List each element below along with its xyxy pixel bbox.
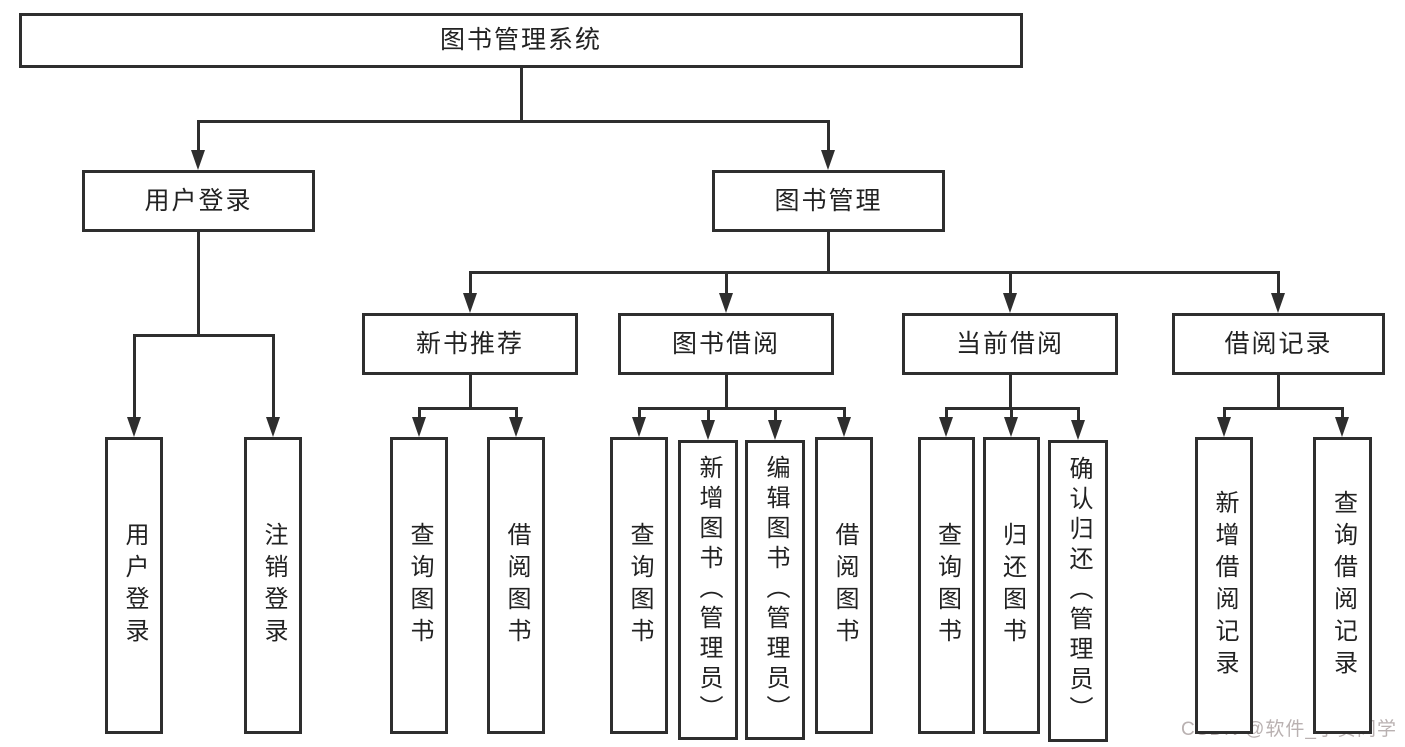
connector-arm-line: [1008, 272, 1012, 299]
connector-arm-line: [637, 408, 641, 423]
connector-bar-line: [468, 270, 1280, 274]
node-current-borrowing: 当前借阅: [902, 313, 1118, 375]
connector-arm-line: [706, 408, 710, 426]
arrowhead-down-icon: [837, 417, 851, 437]
connector-arm-line: [724, 272, 728, 299]
connector-arm-line: [514, 408, 518, 423]
node-label: 查询借阅记录: [1329, 489, 1357, 682]
node-label: 归还图书: [998, 521, 1026, 650]
node-label: 用户登录: [144, 186, 253, 215]
connector-arm-line: [773, 408, 777, 426]
connector-stem-line: [1008, 375, 1012, 410]
node-return-books: 归还图书: [983, 437, 1040, 734]
arrowhead-down-icon: [719, 293, 733, 313]
node-label: 借阅图书: [831, 521, 858, 650]
node-label: 图书借阅: [671, 329, 780, 358]
node-label: 借阅图书: [503, 521, 530, 650]
connector-bar-line: [417, 406, 518, 410]
arrowhead-down-icon: [266, 417, 280, 437]
arrowhead-down-icon: [191, 150, 205, 170]
node-label: 新增图书（管理员）: [695, 455, 722, 725]
arrowhead-down-icon: [412, 417, 426, 437]
node-edit-book-admin: 编辑图书（管理员）: [745, 440, 805, 740]
arrowhead-down-icon: [1071, 420, 1085, 440]
node-label: 新增借阅记录: [1211, 489, 1238, 682]
node-borrow-books-borrowing: 借阅图书: [815, 437, 873, 734]
arrowhead-down-icon: [632, 417, 646, 437]
connector-bar-line: [196, 119, 830, 123]
node-label: 查询图书: [933, 521, 961, 650]
node-query-borrow-record: 查询借阅记录: [1313, 437, 1372, 734]
connector-stem-line: [468, 375, 472, 410]
node-label: 借阅记录: [1224, 329, 1333, 358]
connector-arm-line: [132, 335, 136, 423]
node-label: 查询图书: [626, 521, 653, 650]
node-add-borrow-record: 新增借阅记录: [1195, 437, 1253, 734]
node-label: 图书管理: [774, 186, 883, 215]
connector-arm-line: [1009, 408, 1013, 423]
connector-bar-line: [1222, 406, 1344, 410]
connector-arm-line: [1222, 408, 1226, 423]
arrowhead-down-icon: [768, 420, 782, 440]
node-book-borrowing: 图书借阅: [618, 313, 834, 375]
node-label: 编辑图书（管理员）: [762, 455, 789, 725]
node-user-login-leaf: 用户登录: [105, 437, 163, 734]
node-user-login: 用户登录: [82, 170, 315, 232]
node-borrowing-records: 借阅记录: [1172, 313, 1385, 375]
arrowhead-down-icon: [1004, 417, 1018, 437]
node-add-book-admin: 新增图书（管理员）: [678, 440, 738, 740]
arrowhead-down-icon: [701, 420, 715, 440]
node-logout: 注销登录: [244, 437, 302, 734]
arrowhead-down-icon: [821, 150, 835, 170]
connector-arm-line: [468, 272, 472, 299]
node-new-book-recommendation: 新书推荐: [362, 313, 578, 375]
arrowhead-down-icon: [1271, 293, 1285, 313]
connector-arm-line: [944, 408, 948, 423]
arrowhead-down-icon: [509, 417, 523, 437]
connector-arm-line: [417, 408, 421, 423]
node-label: 查询图书: [406, 521, 433, 650]
node-label: 用户登录: [121, 521, 148, 650]
connector-arm-line: [842, 408, 846, 423]
arrowhead-down-icon: [1217, 417, 1231, 437]
arrowhead-down-icon: [939, 417, 953, 437]
connector-stem-line: [724, 375, 728, 410]
connector-stem-line: [196, 232, 200, 337]
arrowhead-down-icon: [127, 417, 141, 437]
node-borrow-books-recommend: 借阅图书: [487, 437, 545, 734]
arrowhead-down-icon: [463, 293, 477, 313]
node-query-books-current: 查询图书: [918, 437, 975, 734]
connector-arm-line: [271, 335, 275, 423]
node-book-management: 图书管理: [712, 170, 945, 232]
node-query-books-recommend: 查询图书: [390, 437, 448, 734]
connector-bar-line: [637, 406, 846, 410]
node-label: 注销登录: [260, 521, 287, 650]
connector-arm-line: [1340, 408, 1344, 423]
connector-stem-line: [826, 232, 830, 274]
connector-arm-line: [196, 121, 200, 156]
connector-arm-line: [1276, 272, 1280, 299]
connector-arm-line: [826, 121, 830, 156]
arrowhead-down-icon: [1335, 417, 1349, 437]
node-label: 图书管理系统: [439, 26, 602, 54]
node-library-management-system: 图书管理系统: [19, 13, 1023, 68]
node-query-books-borrowing: 查询图书: [610, 437, 668, 734]
connector-stem-line: [519, 68, 523, 123]
node-confirm-return-admin: 确认归还（管理员）: [1048, 440, 1108, 742]
node-label: 新书推荐: [415, 329, 524, 358]
connector-stem-line: [1276, 375, 1280, 410]
connector-bar-line: [132, 333, 275, 337]
node-label: 确认归还（管理员）: [1065, 456, 1092, 726]
connector-arm-line: [1076, 408, 1080, 426]
node-label: 当前借阅: [955, 329, 1064, 358]
arrowhead-down-icon: [1003, 293, 1017, 313]
